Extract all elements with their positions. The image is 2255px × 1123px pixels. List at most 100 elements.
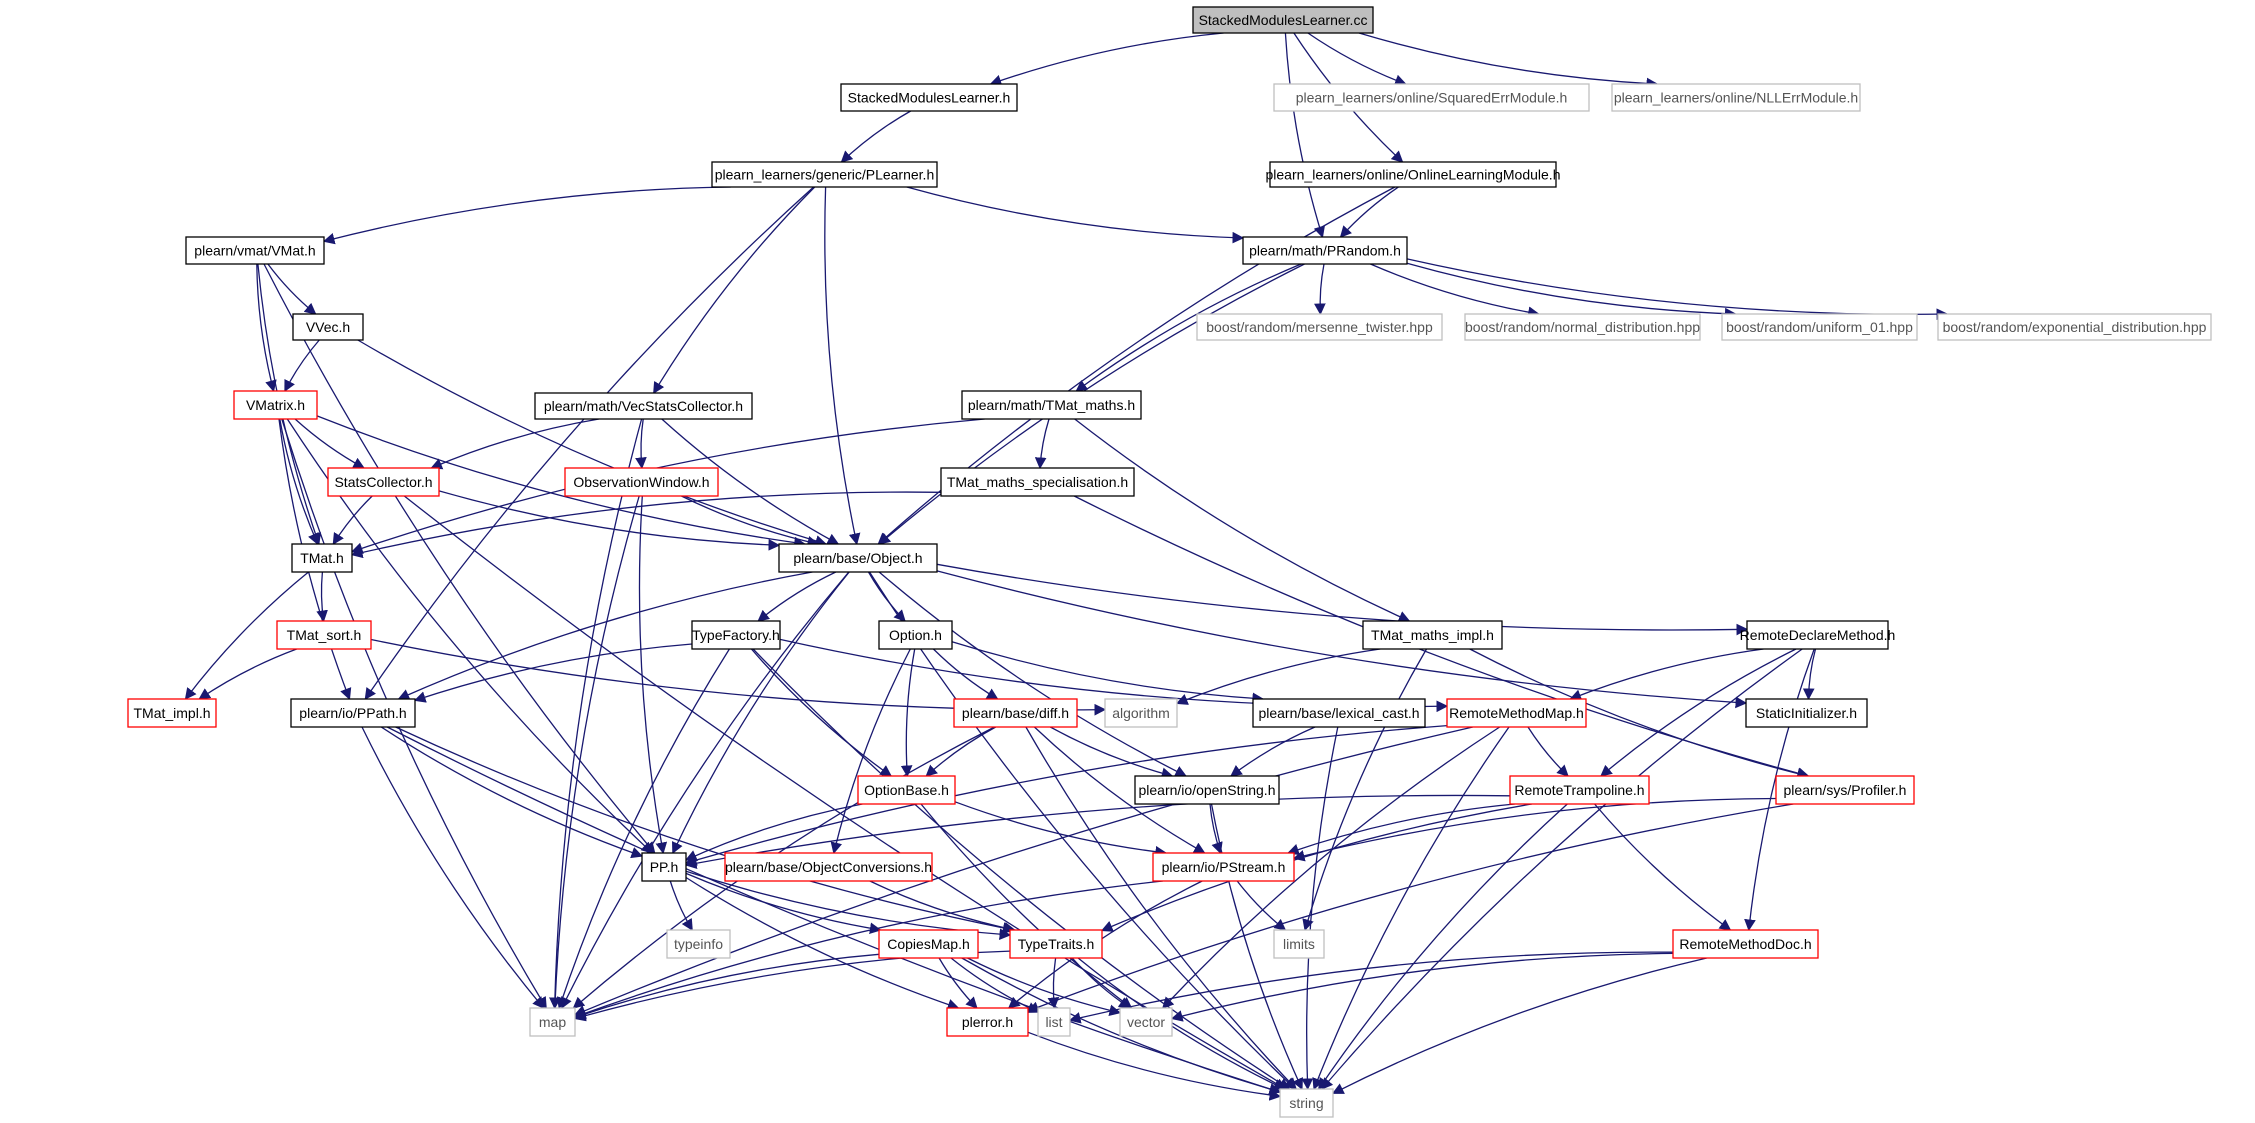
- node-uniform-label: boost/random/uniform_01.hpp: [1726, 319, 1913, 335]
- edge-remotedeclare-to-remotemethoddoc: [1744, 648, 1815, 932]
- edge-vmatrix-to-tmath: [279, 418, 319, 546]
- edge-copiesmap-to-plerror: [938, 957, 978, 1009]
- node-tmath[interactable]: TMat.h: [291, 543, 353, 573]
- node-vecstats[interactable]: plearn/math/VecStatsCollector.h: [534, 392, 753, 420]
- node-prandom-label: plearn/math/PRandom.h: [1249, 243, 1401, 259]
- node-limits: limits: [1273, 929, 1325, 959]
- edge-olm-to-prandom: [1339, 186, 1399, 238]
- node-pstream-label: plearn/io/PStream.h: [1162, 859, 1286, 875]
- node-remotemethoddoc-box: [1672, 929, 1819, 959]
- node-plerror[interactable]: plerror.h: [946, 1007, 1029, 1037]
- edge-object-to-openstring: [878, 571, 1187, 777]
- node-pp[interactable]: PP.h: [641, 852, 687, 882]
- node-remotemethoddoc[interactable]: RemoteMethodDoc.h: [1672, 929, 1819, 959]
- node-olm-label: plearn_learners/online/OnlineLearningMod…: [1266, 167, 1561, 183]
- node-plearner-label: plearn_learners/generic/PLearner.h: [715, 167, 934, 183]
- node-tmatsort[interactable]: TMat_sort.h: [276, 620, 372, 650]
- node-vmat[interactable]: plearn/vmat/VMat.h: [185, 236, 325, 265]
- node-tmatmaths[interactable]: plearn/math/TMat_maths.h: [961, 390, 1142, 420]
- node-object-label: plearn/base/Object.h: [793, 550, 922, 566]
- node-object-box: [778, 543, 938, 573]
- node-statscoll[interactable]: StatsCollector.h: [327, 467, 440, 497]
- node-staticinit[interactable]: StaticInitializer.h: [1745, 698, 1868, 728]
- edge-tmatspec-to-tmath: [350, 491, 942, 559]
- edge-vmatrix-to-object: [316, 415, 806, 549]
- edge-remotemethodmap-to-remotetramp: [1527, 726, 1569, 777]
- node-tmatmathsimpl-label: TMat_maths_impl.h: [1371, 627, 1494, 643]
- node-optionbase-box: [857, 775, 956, 805]
- edge-lexcast-to-string: [1301, 726, 1339, 1091]
- edge-tmath-to-tmatimpl: [184, 571, 309, 700]
- edge-tmatmathsimpl-to-algorithm: [1175, 648, 1381, 705]
- node-typetraits[interactable]: TypeTraits.h: [1009, 929, 1103, 959]
- edge-statscoll-to-tmath: [332, 495, 373, 545]
- node-typefactory[interactable]: TypeFactory.h: [691, 620, 781, 650]
- node-remotemethodmap[interactable]: RemoteMethodMap.h: [1446, 698, 1587, 728]
- edge-remotetramp-to-string: [1318, 803, 1568, 1090]
- edge-typefactory-to-optionbase: [750, 648, 893, 777]
- edge-optionbase-to-vector: [920, 803, 1133, 1009]
- edge-prandom-to-mersenne: [1314, 263, 1326, 316]
- edge-ppath-to-string: [386, 726, 1282, 1095]
- node-copiesmap[interactable]: CopiesMap.h: [878, 929, 979, 959]
- node-mersenne: boost/random/mersenne_twister.hpp: [1196, 313, 1443, 341]
- edge-remotetramp-to-remotemethoddoc: [1594, 803, 1732, 931]
- node-remotetramp[interactable]: RemoteTrampoline.h: [1509, 775, 1650, 805]
- node-vecstats-box: [534, 392, 753, 420]
- edge-pstream-to-limits: [1236, 880, 1287, 931]
- edge-prandom-to-expo: [1406, 258, 1949, 321]
- node-prandom[interactable]: plearn/math/PRandom.h: [1242, 236, 1408, 265]
- edge-option-to-diff: [932, 648, 999, 700]
- node-olm[interactable]: plearn_learners/online/OnlineLearningMod…: [1266, 161, 1561, 188]
- header-nodes: StackedModulesLearner.ccStackedModulesLe…: [127, 6, 2212, 1118]
- edge-plearner-to-ppath: [364, 186, 815, 700]
- node-openstring[interactable]: plearn/io/openString.h: [1134, 775, 1280, 805]
- edge-typetraits-to-map: [573, 950, 1011, 1022]
- node-remotedeclare[interactable]: RemoteDeclareMethod.h: [1740, 620, 1896, 650]
- node-diff[interactable]: plearn/base/diff.h: [953, 698, 1078, 728]
- node-optionbase[interactable]: OptionBase.h: [857, 775, 956, 805]
- edge-remotemethodmap-to-vector: [1161, 726, 1501, 1009]
- node-map-label: map: [539, 1014, 566, 1030]
- node-remotetramp-label: RemoteTrampoline.h: [1514, 782, 1644, 798]
- node-smlh[interactable]: StackedModulesLearner.h: [840, 83, 1018, 112]
- edge-option-to-optionbase: [900, 648, 916, 778]
- node-pp-box: [641, 852, 687, 882]
- node-objconv[interactable]: plearn/base/ObjectConversions.h: [724, 852, 933, 882]
- node-tmatimpl-label: TMat_impl.h: [133, 705, 210, 721]
- node-vvec[interactable]: VVec.h: [292, 313, 364, 341]
- node-profiler[interactable]: plearn/sys/Profiler.h: [1775, 775, 1915, 805]
- node-plearner[interactable]: plearn_learners/generic/PLearner.h: [711, 161, 938, 188]
- edge-openstring-to-string: [1210, 803, 1303, 1091]
- edge-plearner-to-prandom: [906, 186, 1245, 244]
- node-root[interactable]: StackedModulesLearner.cc: [1192, 6, 1374, 34]
- edge-vecstats-to-obswin: [635, 418, 647, 470]
- node-list: list: [1037, 1007, 1071, 1037]
- node-object[interactable]: plearn/base/Object.h: [778, 543, 938, 573]
- node-normal-box: [1464, 313, 1701, 341]
- node-staticinit-box: [1745, 698, 1868, 728]
- edge-vecstats-to-object: [661, 418, 840, 545]
- node-ppath[interactable]: plearn/io/PPath.h: [290, 698, 416, 728]
- edge-remotedeclare-to-string: [1321, 648, 1803, 1090]
- edge-ppath-to-pp: [380, 726, 644, 859]
- node-plearner-box: [711, 161, 938, 188]
- edge-tmatmaths-to-tmatspec: [1034, 418, 1050, 470]
- node-option[interactable]: Option.h: [878, 620, 953, 650]
- node-openstring-label: plearn/io/openString.h: [1139, 782, 1276, 798]
- node-obswin[interactable]: ObservationWindow.h: [564, 467, 719, 497]
- node-pstream[interactable]: plearn/io/PStream.h: [1152, 852, 1295, 882]
- edge-vvec-to-object: [357, 339, 828, 547]
- node-remotemethodmap-label: RemoteMethodMap.h: [1449, 705, 1584, 721]
- node-vmat-label: plearn/vmat/VMat.h: [194, 243, 315, 259]
- node-lexcast[interactable]: plearn/base/lexical_cast.h: [1252, 698, 1426, 728]
- edge-object-to-option: [867, 571, 906, 622]
- node-tmatspec-label: TMat_maths_specialisation.h: [947, 474, 1128, 490]
- node-vmatrix[interactable]: VMatrix.h: [233, 390, 318, 420]
- edge-plearner-to-object: [824, 186, 861, 546]
- node-tmatimpl[interactable]: TMat_impl.h: [127, 698, 217, 728]
- node-vector-box: [1119, 1007, 1173, 1037]
- node-tmatmathsimpl[interactable]: TMat_maths_impl.h: [1362, 620, 1503, 650]
- edge-object-to-staticinit: [936, 570, 1748, 709]
- node-tmatspec[interactable]: TMat_maths_specialisation.h: [940, 467, 1135, 497]
